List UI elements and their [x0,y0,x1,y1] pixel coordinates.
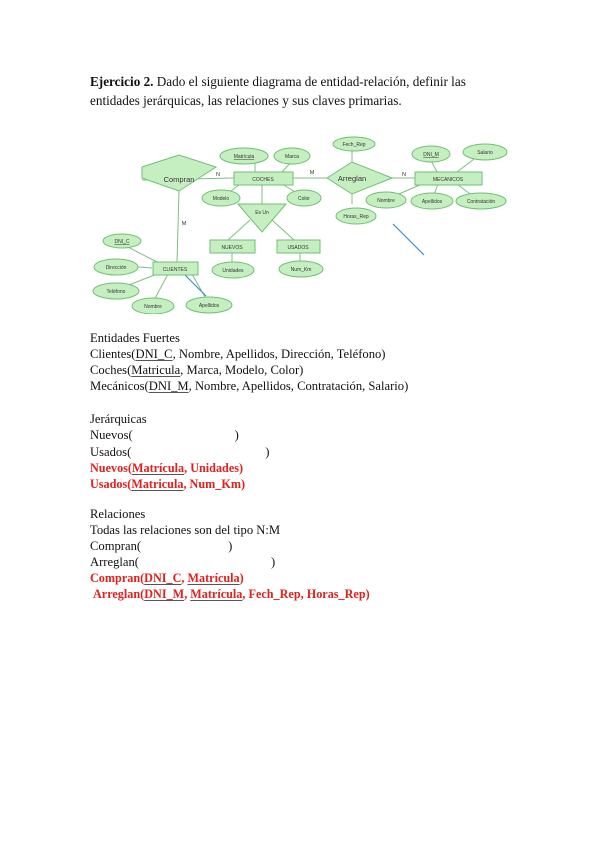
label-clientes: CLIENTES [163,267,188,273]
attr-nombre-c-shape [131,297,175,314]
entity-clientes-shape [152,261,199,276]
label-contratacion: Contratación [467,199,496,205]
exercise-heading: Ejercicio 2. Dado el siguiente diagrama … [90,72,510,110]
label-es-un: Es Un [255,210,269,216]
label-apellidos-m: Apellidos [422,199,443,205]
exercise-label: Ejercicio 2. [90,74,154,89]
attr-salario-shape [462,143,508,161]
attr-apellidos-c-shape [185,296,233,314]
attr-num-km-shape [278,260,324,278]
attr-marca-shape [273,147,311,165]
fuertes-mecanicos: Mecánicos(DNI_M, Nombre, Apellidos, Cont… [90,379,409,393]
label-marca: Marca [285,154,299,160]
label-direccion: Dirección [106,265,127,271]
card-m1: M [182,221,187,227]
attr-modelo-shape [201,189,241,207]
label-salario: Salario [477,150,493,156]
label-unidades: Unidades [222,268,244,274]
jerarquicas-answer-usados: Usados(Matricula, Num_Km) [90,477,246,491]
relation-compran-shape [141,154,218,192]
relaciones-answer-arreglan: Arreglan(DNI_M, Matrícula, Fech_Rep, Hor… [93,587,370,601]
jerarquicas-title: Jerárquicas [90,412,147,426]
label-compran: Compran [164,175,195,184]
label-nombre-m: Nombre [377,198,395,204]
attr-contratacion-shape [455,192,507,210]
fuertes-coches: Coches(Matricula, Marca, Modelo, Color) [90,363,304,377]
relaciones-note: Todas las relaciones son del tipo N:M [90,523,281,537]
jerarquicas-nuevos-blank: Nuevos() [90,428,239,442]
exercise-text: Dado el siguiente diagrama de entidad-re… [90,74,466,108]
attr-color-shape [286,189,322,207]
label-matricula: Matrícula [234,154,255,160]
relaciones-title: Relaciones [90,507,146,521]
card-n1: N [216,172,220,178]
label-fech-rep: Fech_Rep [342,142,365,148]
entity-coches-shape [233,171,294,186]
card-m2: M [310,170,315,176]
entity-nuevos-shape [209,239,256,254]
annotation-arrow [392,223,425,256]
attr-unidades-shape [211,261,255,279]
entity-mecanicos-shape [414,171,483,186]
fuertes-clientes: Clientes(DNI_C, Nombre, Apellidos, Direc… [90,347,386,361]
card-n2: N [402,172,406,178]
label-arreglan: Arreglan [338,174,366,183]
relation-es-un-shape [236,203,288,233]
attr-apellidos-m-shape [410,192,454,210]
relaciones-arreglan-blank: Arreglan() [90,555,276,569]
label-nombre-c: Nombre [144,304,162,310]
attr-telefono-shape [92,282,140,300]
shapes [92,136,508,314]
label-nuevos: NUEVOS [221,245,243,251]
attr-horas-rep-shape [335,207,377,225]
er-diagram: Compran Arreglan Es Un COCHES MECANICOS … [92,136,508,314]
jerarquicas-usados-blank: Usados() [90,445,270,459]
attr-fech-rep-shape [332,136,376,152]
attr-dni-m-shape [411,145,451,163]
label-num-km: Num_Km [291,267,312,273]
fuertes-title: Entidades Fuertes [90,331,180,345]
relation-arreglan-shape [326,161,394,195]
attr-direccion-shape [93,258,139,276]
label-telefono: Teléfono [107,289,126,295]
label-coches: COCHES [252,177,274,183]
label-horas-rep: Horas_Rep [343,214,369,220]
entity-usados-shape [276,239,321,254]
label-apellidos-c: Apellidos [199,303,220,309]
attr-dni-c-shape [102,233,142,249]
label-mecanicos: MECANICOS [433,177,464,183]
attr-nombre-m-shape [365,191,407,209]
label-modelo: Modelo [213,196,230,202]
relaciones-answer-compran: Compran(DNI_C, Matrícula) [90,571,244,585]
label-usados: USADOS [287,245,309,251]
label-dni-m: DNI_M [423,152,439,158]
attr-matricula-shape [219,147,269,165]
relaciones-compran-blank: Compran() [90,539,233,553]
jerarquicas-answer-nuevos: Nuevos(Matrícula, Unidades) [90,461,244,475]
label-color: Color [298,196,310,202]
label-dni-c: DNI_C [114,239,129,245]
